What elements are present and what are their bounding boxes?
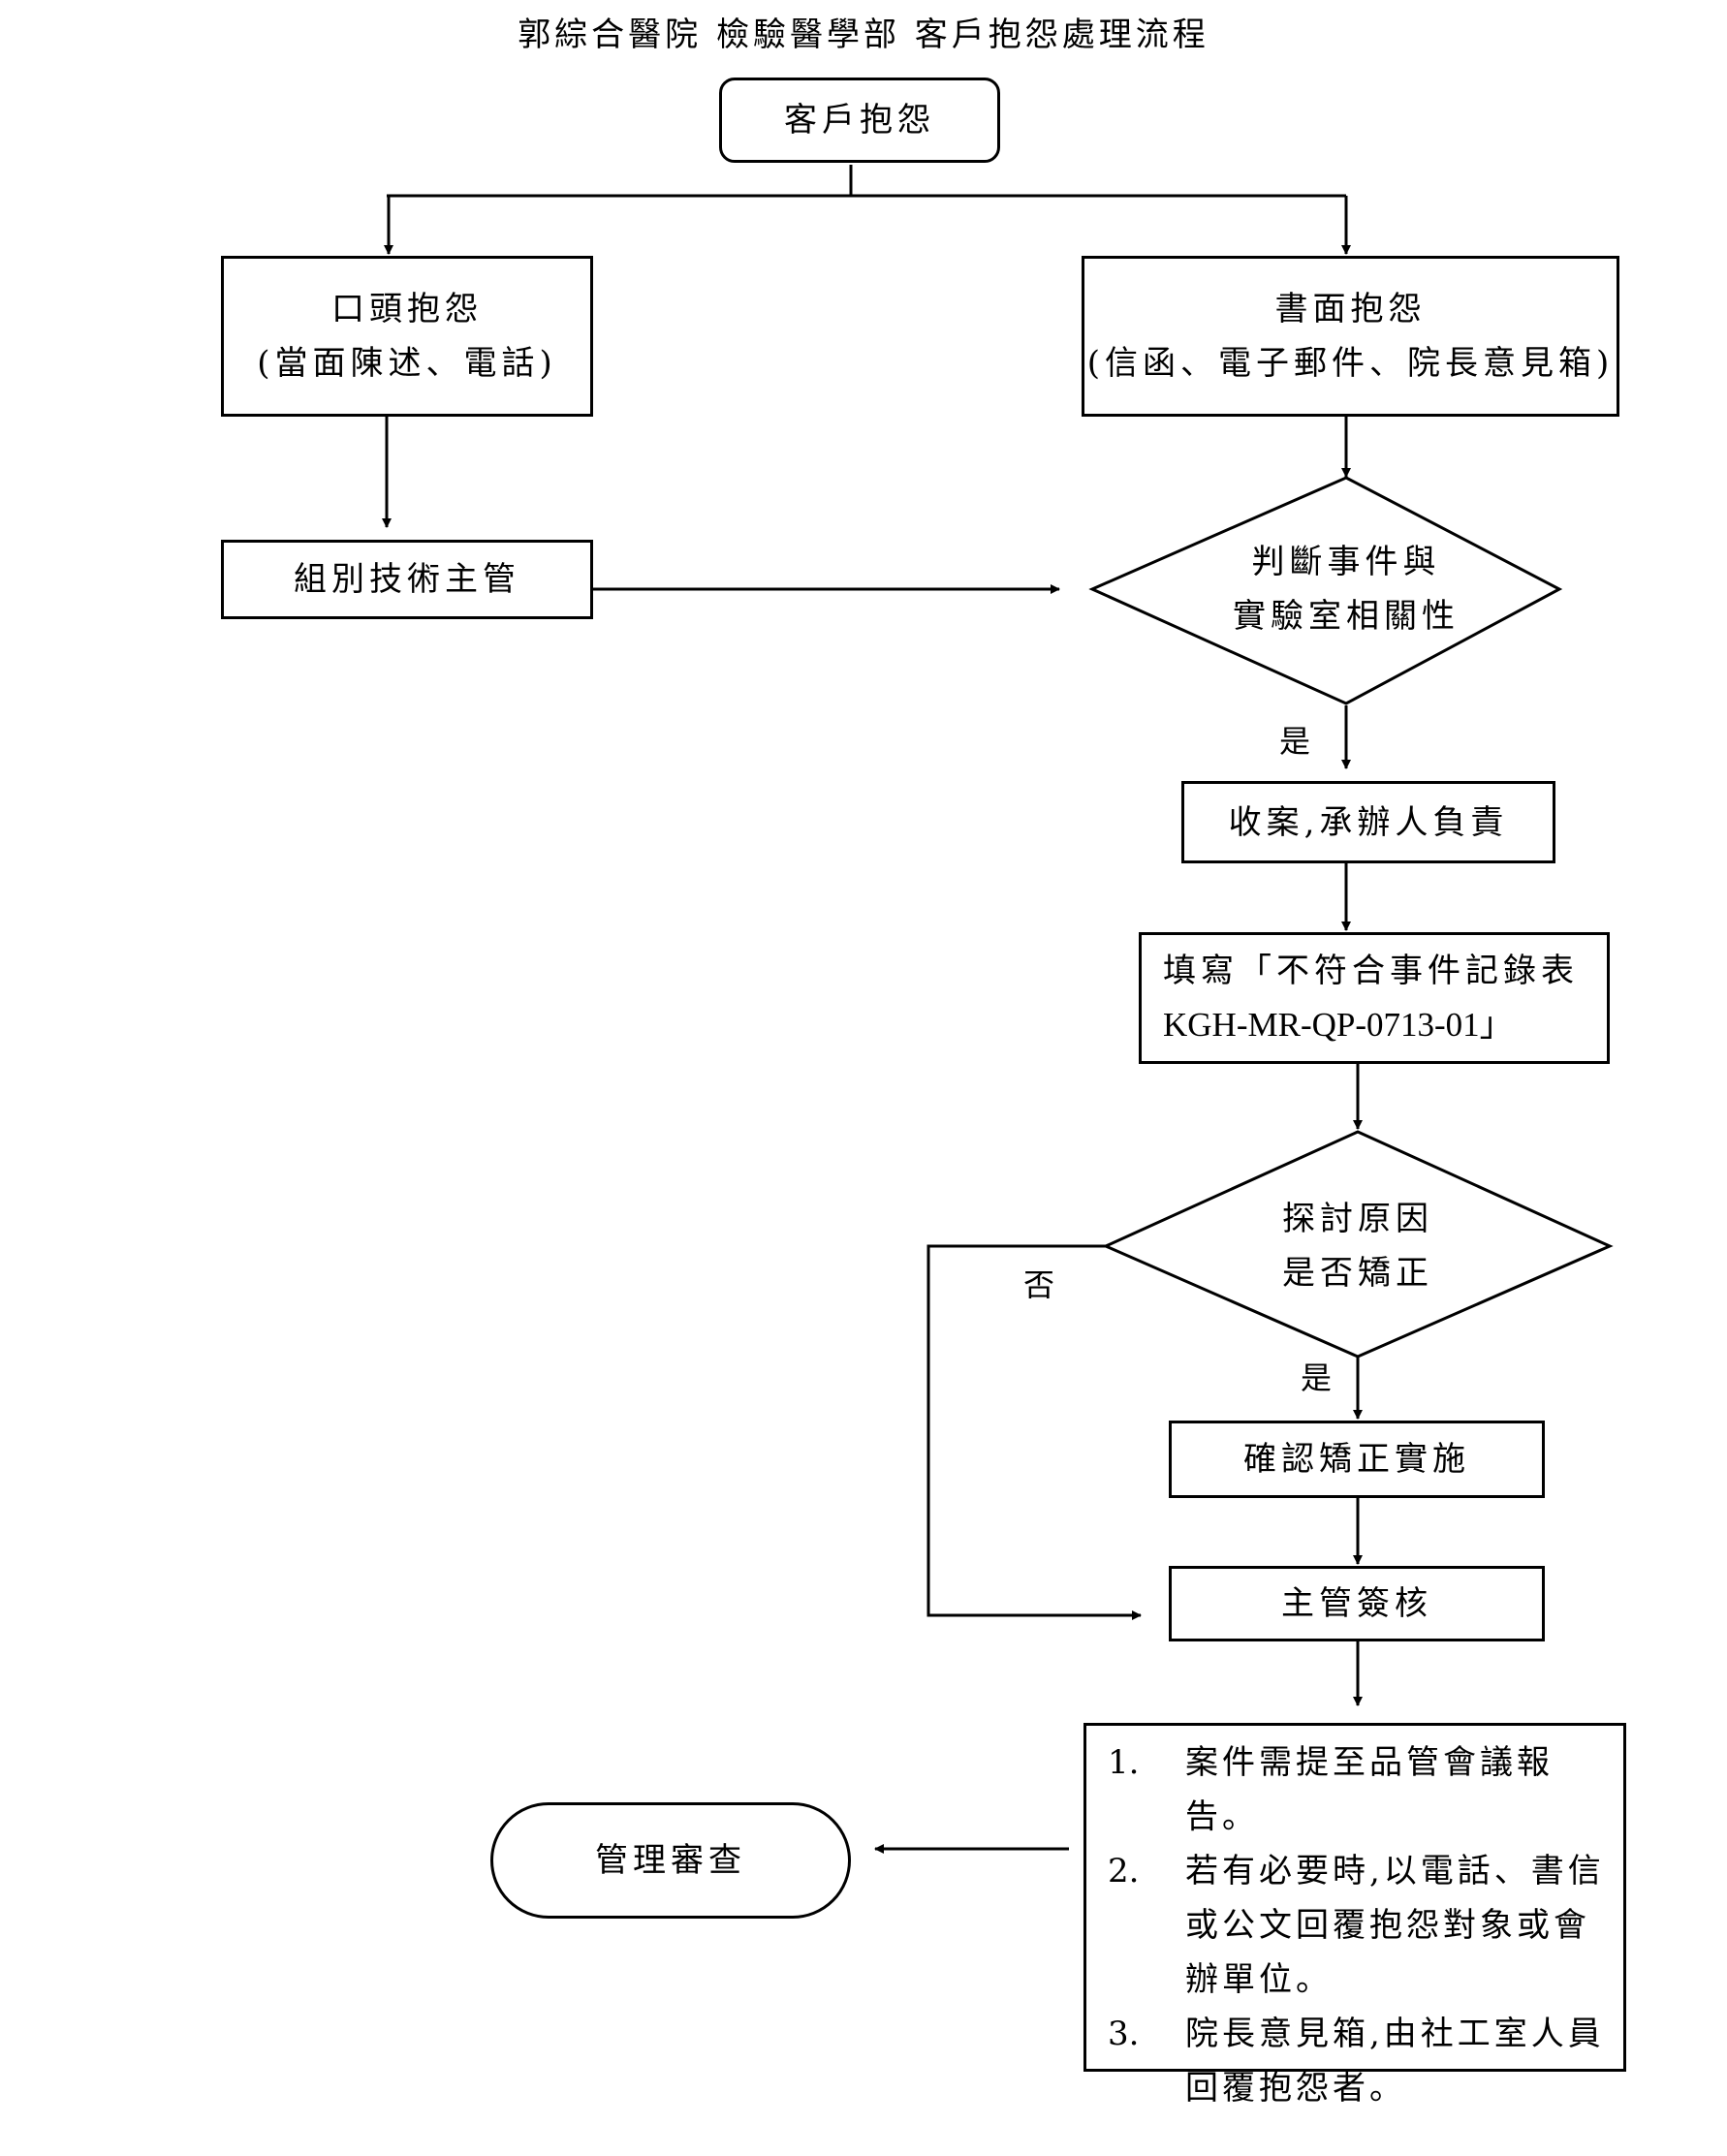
record-node: 填寫「不符合事件記錄表 KGH-MR-QP-0713-01」 bbox=[1139, 932, 1610, 1064]
supervisor-node: 組別技術主管 bbox=[221, 540, 593, 619]
diagram-title: 郭綜合醫院 檢驗醫學部 客戶抱怨處理流程 bbox=[518, 16, 1209, 54]
management-review-node: 管理審查 bbox=[490, 1802, 851, 1919]
written-complaint-detail: (信函、電子郵件、院長意見箱) bbox=[1086, 344, 1615, 383]
notes-box: 1. 案件需提至品管會議報告。 2. 若有必要時,以電話、書信或公文回覆抱怨對象… bbox=[1083, 1723, 1626, 2108]
note-number: 3. bbox=[1108, 2015, 1140, 2053]
start-node: 客戶抱怨 bbox=[719, 78, 1000, 163]
confirm-correction-node: 確認矯正實施 bbox=[1169, 1421, 1545, 1498]
yes-label-2: 是 bbox=[1301, 1359, 1333, 1396]
connector-no-path bbox=[926, 1244, 1142, 1620]
note-text: 若有必要時,以電話、書信或公文回覆抱怨對象或會辦單位。 bbox=[1185, 1852, 1605, 1999]
verbal-complaint-node: 口頭抱怨 (當面陳述、電話) bbox=[221, 256, 593, 417]
decision2-line1: 探討原因 bbox=[1282, 1200, 1433, 1238]
written-complaint-title: 書面抱怨 bbox=[1274, 290, 1427, 328]
approval-node: 主管簽核 bbox=[1169, 1566, 1545, 1641]
decision2-diamond bbox=[1102, 1130, 1614, 1359]
confirm-correction-label: 確認矯正實施 bbox=[1243, 1440, 1470, 1479]
management-review-label: 管理審查 bbox=[595, 1841, 746, 1880]
supervisor-node-label: 組別技術主管 bbox=[294, 560, 520, 599]
yes-label-1: 是 bbox=[1279, 723, 1311, 760]
approval-node-label: 主管簽核 bbox=[1281, 1584, 1432, 1623]
note-text: 案件需提至品管會議報告。 bbox=[1185, 1743, 1554, 1836]
verbal-complaint-detail: (當面陳述、電話) bbox=[257, 344, 557, 383]
decision1-diamond bbox=[1088, 476, 1563, 705]
decision1-line1: 判斷事件與 bbox=[1251, 543, 1441, 581]
decision2-label: 探討原因 是否矯正 bbox=[1180, 1192, 1535, 1300]
note-number: 2. bbox=[1108, 1852, 1140, 1890]
note-item: 1. 案件需提至品管會議報告。 bbox=[1108, 1735, 1616, 1844]
decision1-line2: 實驗室相關性 bbox=[1233, 597, 1460, 636]
written-complaint-node: 書面抱怨 (信函、電子郵件、院長意見箱) bbox=[1082, 256, 1619, 417]
note-text: 院長意見箱,由社工室人員回覆抱怨者。 bbox=[1185, 2015, 1605, 2108]
decision2-line2: 是否矯正 bbox=[1282, 1254, 1433, 1293]
no-label: 否 bbox=[1023, 1266, 1055, 1303]
accept-node: 收案,承辦人負責 bbox=[1181, 781, 1555, 863]
accept-node-label: 收案,承辦人負責 bbox=[1228, 802, 1509, 842]
note-item: 2. 若有必要時,以電話、書信或公文回覆抱怨對象或會辦單位。 bbox=[1108, 1844, 1616, 2007]
record-node-line2: KGH-MR-QP-0713-01」 bbox=[1163, 1006, 1514, 1044]
record-node-line1: 填寫「不符合事件記錄表 bbox=[1163, 952, 1579, 990]
note-number: 1. bbox=[1108, 1743, 1140, 1782]
note-item: 3. 院長意見箱,由社工室人員回覆抱怨者。 bbox=[1108, 2007, 1616, 2115]
verbal-complaint-title: 口頭抱怨 bbox=[331, 290, 483, 328]
start-node-label: 客戶抱怨 bbox=[784, 101, 935, 140]
decision1-label: 判斷事件與 實驗室相關性 bbox=[1163, 535, 1529, 643]
